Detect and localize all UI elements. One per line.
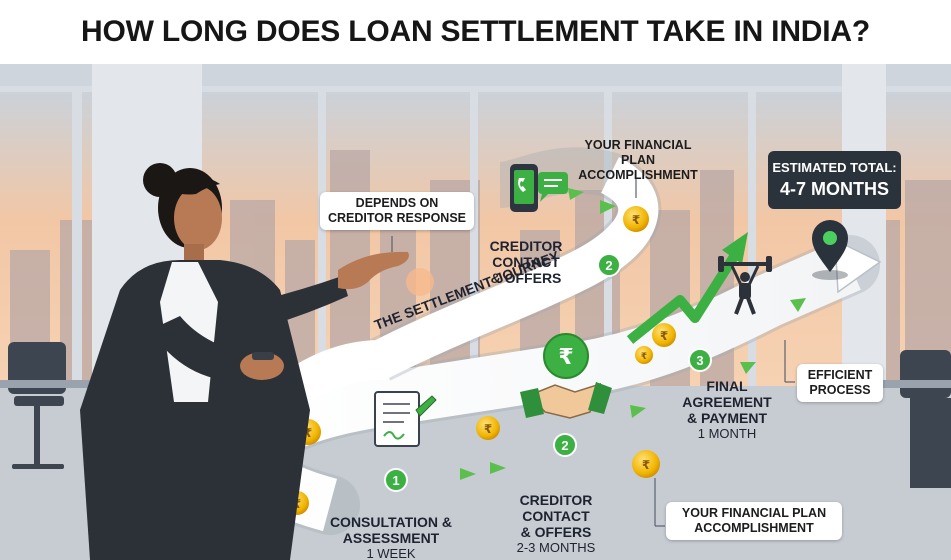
svg-text:3: 3 [696,353,703,368]
step-title: & OFFERS [520,524,592,540]
step-title: AGREEMENT [682,394,772,410]
badge-step-1: 1 [384,468,408,492]
callout-connectors [391,178,795,527]
step-title: CREDITOR CONTACT [519,492,593,524]
step-title: & OFFERS [490,270,562,286]
document-signature-icon [374,391,437,447]
businesswoman-figure [80,163,409,560]
rupee-coin-icon: ₹ [635,346,653,364]
callout-plan-top: YOUR FINANCIAL PLAN ACCOMPLISHMENT [573,138,703,183]
location-pin-icon [812,220,848,280]
badge-step-3: 3 [688,348,712,372]
estimate-label: ESTIMATED TOTAL: [772,160,897,175]
step-final-agreement: FINAL AGREEMENT & PAYMENT 1 MONTH [672,378,782,442]
step-title: & PAYMENT [686,410,768,426]
growth-arrow-icon [626,232,748,344]
svg-text:₹: ₹ [304,426,312,440]
svg-text:₹: ₹ [641,352,647,362]
step-lower-creditor-contact: CREDITOR CONTACT & OFFERS 2-3 MONTHS [490,492,622,556]
step-title: FINAL [706,378,748,394]
svg-text:₹: ₹ [642,458,650,472]
svg-text:₹: ₹ [632,213,640,227]
callout-efficient-process: EFFICIENT PROCESS [797,364,883,402]
callout-line: ACCOMPLISHMENT [578,168,698,182]
step-title: CONSULTATION & [329,514,453,530]
step-duration: 2-3 MONTHS [516,540,596,555]
step-badges: 2 1 2 3 [384,253,712,492]
badge-step-2-lower: 2 [553,433,577,457]
svg-text:₹: ₹ [558,345,573,370]
callout-line: EFFICIENT [807,368,873,382]
callout-line: PROCESS [809,383,871,397]
step-duration: 1 WEEK [366,546,416,560]
callout-plan-bottom: YOUR FINANCIAL PLAN ACCOMPLISHMENT [666,502,842,540]
svg-text:1: 1 [392,473,399,488]
callout-line: YOUR FINANCIAL PLAN [584,138,692,167]
callout-line: YOUR FINANCIAL PLAN [681,506,827,520]
rupee-coin-icon: ₹ [632,450,660,478]
step-title: CREDITOR CONTACT [489,238,563,270]
svg-text:2: 2 [561,438,568,453]
step-upper-creditor-contact: CREDITOR CONTACT & OFFERS [460,238,592,286]
phone-chat-icon [510,164,568,212]
svg-text:₹: ₹ [484,422,492,436]
step-duration: 1 MONTH [697,426,757,441]
rupee-coin-icon: ₹ [623,206,649,232]
weightlifter-icon [718,256,772,315]
estimate-value: 4-7 MONTHS [779,179,889,199]
page-title: HOW LONG DOES LOAN SETTLEMENT TAKE IN IN… [0,0,951,64]
estimated-total-panel: ESTIMATED TOTAL: 4-7 MONTHS [768,151,901,209]
step-title: ASSESSMENT [342,530,440,546]
svg-text:2: 2 [605,258,612,273]
callout-creditor-response: DEPENDS ON CREDITOR RESPONSE [320,192,474,230]
rupee-coin-icon: ₹ [476,416,500,440]
svg-text:₹: ₹ [660,329,668,343]
road-arrowhead [834,238,882,294]
step-consultation: CONSULTATION & ASSESSMENT 1 WEEK [322,514,460,560]
rupee-coin-icon: ₹ [543,333,589,379]
callout-line: ACCOMPLISHMENT [694,521,814,535]
rupee-coin-icon: ₹ [652,323,676,347]
handshake-icon [520,382,612,419]
callout-line: DEPENDS ON [355,196,439,210]
badge-step-2-upper: 2 [597,253,621,277]
callout-line: CREDITOR RESPONSE [328,211,466,225]
